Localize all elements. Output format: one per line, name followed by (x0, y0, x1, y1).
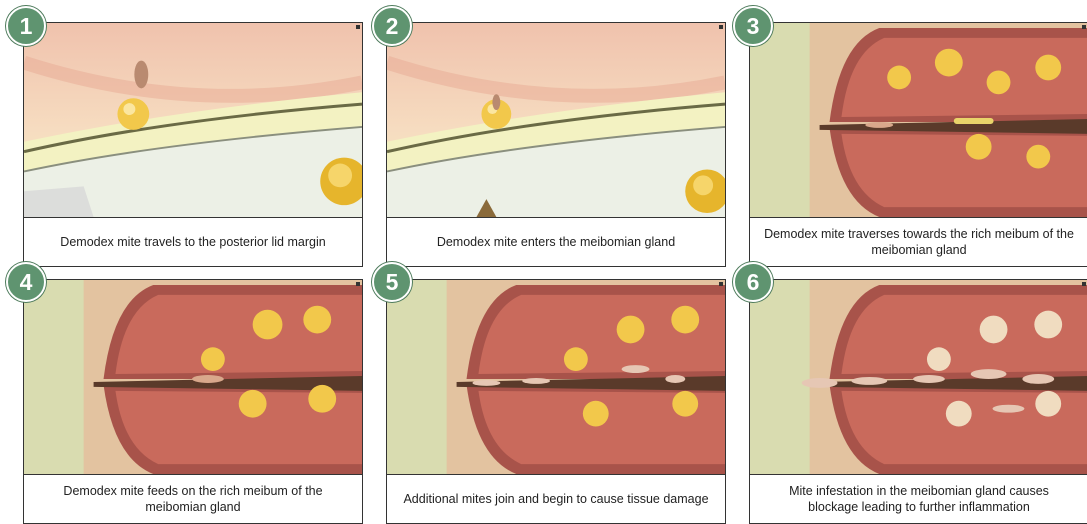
panel-4: Demodex mite feeds on the rich meibum of… (23, 279, 363, 524)
panel-3: Demodex mite traverses towards the rich … (749, 22, 1087, 267)
corner-marker (356, 25, 360, 29)
panel-2: Demodex mite enters the meibomian gland (386, 22, 726, 267)
corner-marker (719, 282, 723, 286)
illustration-additional-mites (386, 279, 726, 475)
step-badge-5: 5 (372, 262, 412, 302)
panel-caption: Additional mites join and begin to cause… (386, 475, 726, 524)
illustration-infestation-blockage (749, 279, 1087, 475)
step-badge-4: 4 (6, 262, 46, 302)
panel-1: Demodex mite travels to the posterior li… (23, 22, 363, 267)
corner-marker (1082, 25, 1086, 29)
illustration-mite-traverses-gland (749, 22, 1087, 218)
panel-caption: Demodex mite feeds on the rich meibum of… (23, 475, 363, 524)
panel-5: Additional mites join and begin to cause… (386, 279, 726, 524)
corner-marker (1082, 282, 1086, 286)
panel-caption: Demodex mite traverses towards the rich … (749, 218, 1087, 267)
panel-caption: Demodex mite travels to the posterior li… (23, 218, 363, 267)
step-badge-3: 3 (733, 6, 773, 46)
panel-6: Mite infestation in the meibomian gland … (749, 279, 1087, 524)
illustration-mite-enters-gland (386, 22, 726, 218)
step-badge-2: 2 (372, 6, 412, 46)
corner-marker (719, 25, 723, 29)
panel-caption: Mite infestation in the meibomian gland … (749, 475, 1087, 524)
illustration-mite-feeds (23, 279, 363, 475)
step-badge-6: 6 (733, 262, 773, 302)
corner-marker (356, 282, 360, 286)
illustration-mite-lid-margin (23, 22, 363, 218)
panel-caption: Demodex mite enters the meibomian gland (386, 218, 726, 267)
step-badge-1: 1 (6, 6, 46, 46)
